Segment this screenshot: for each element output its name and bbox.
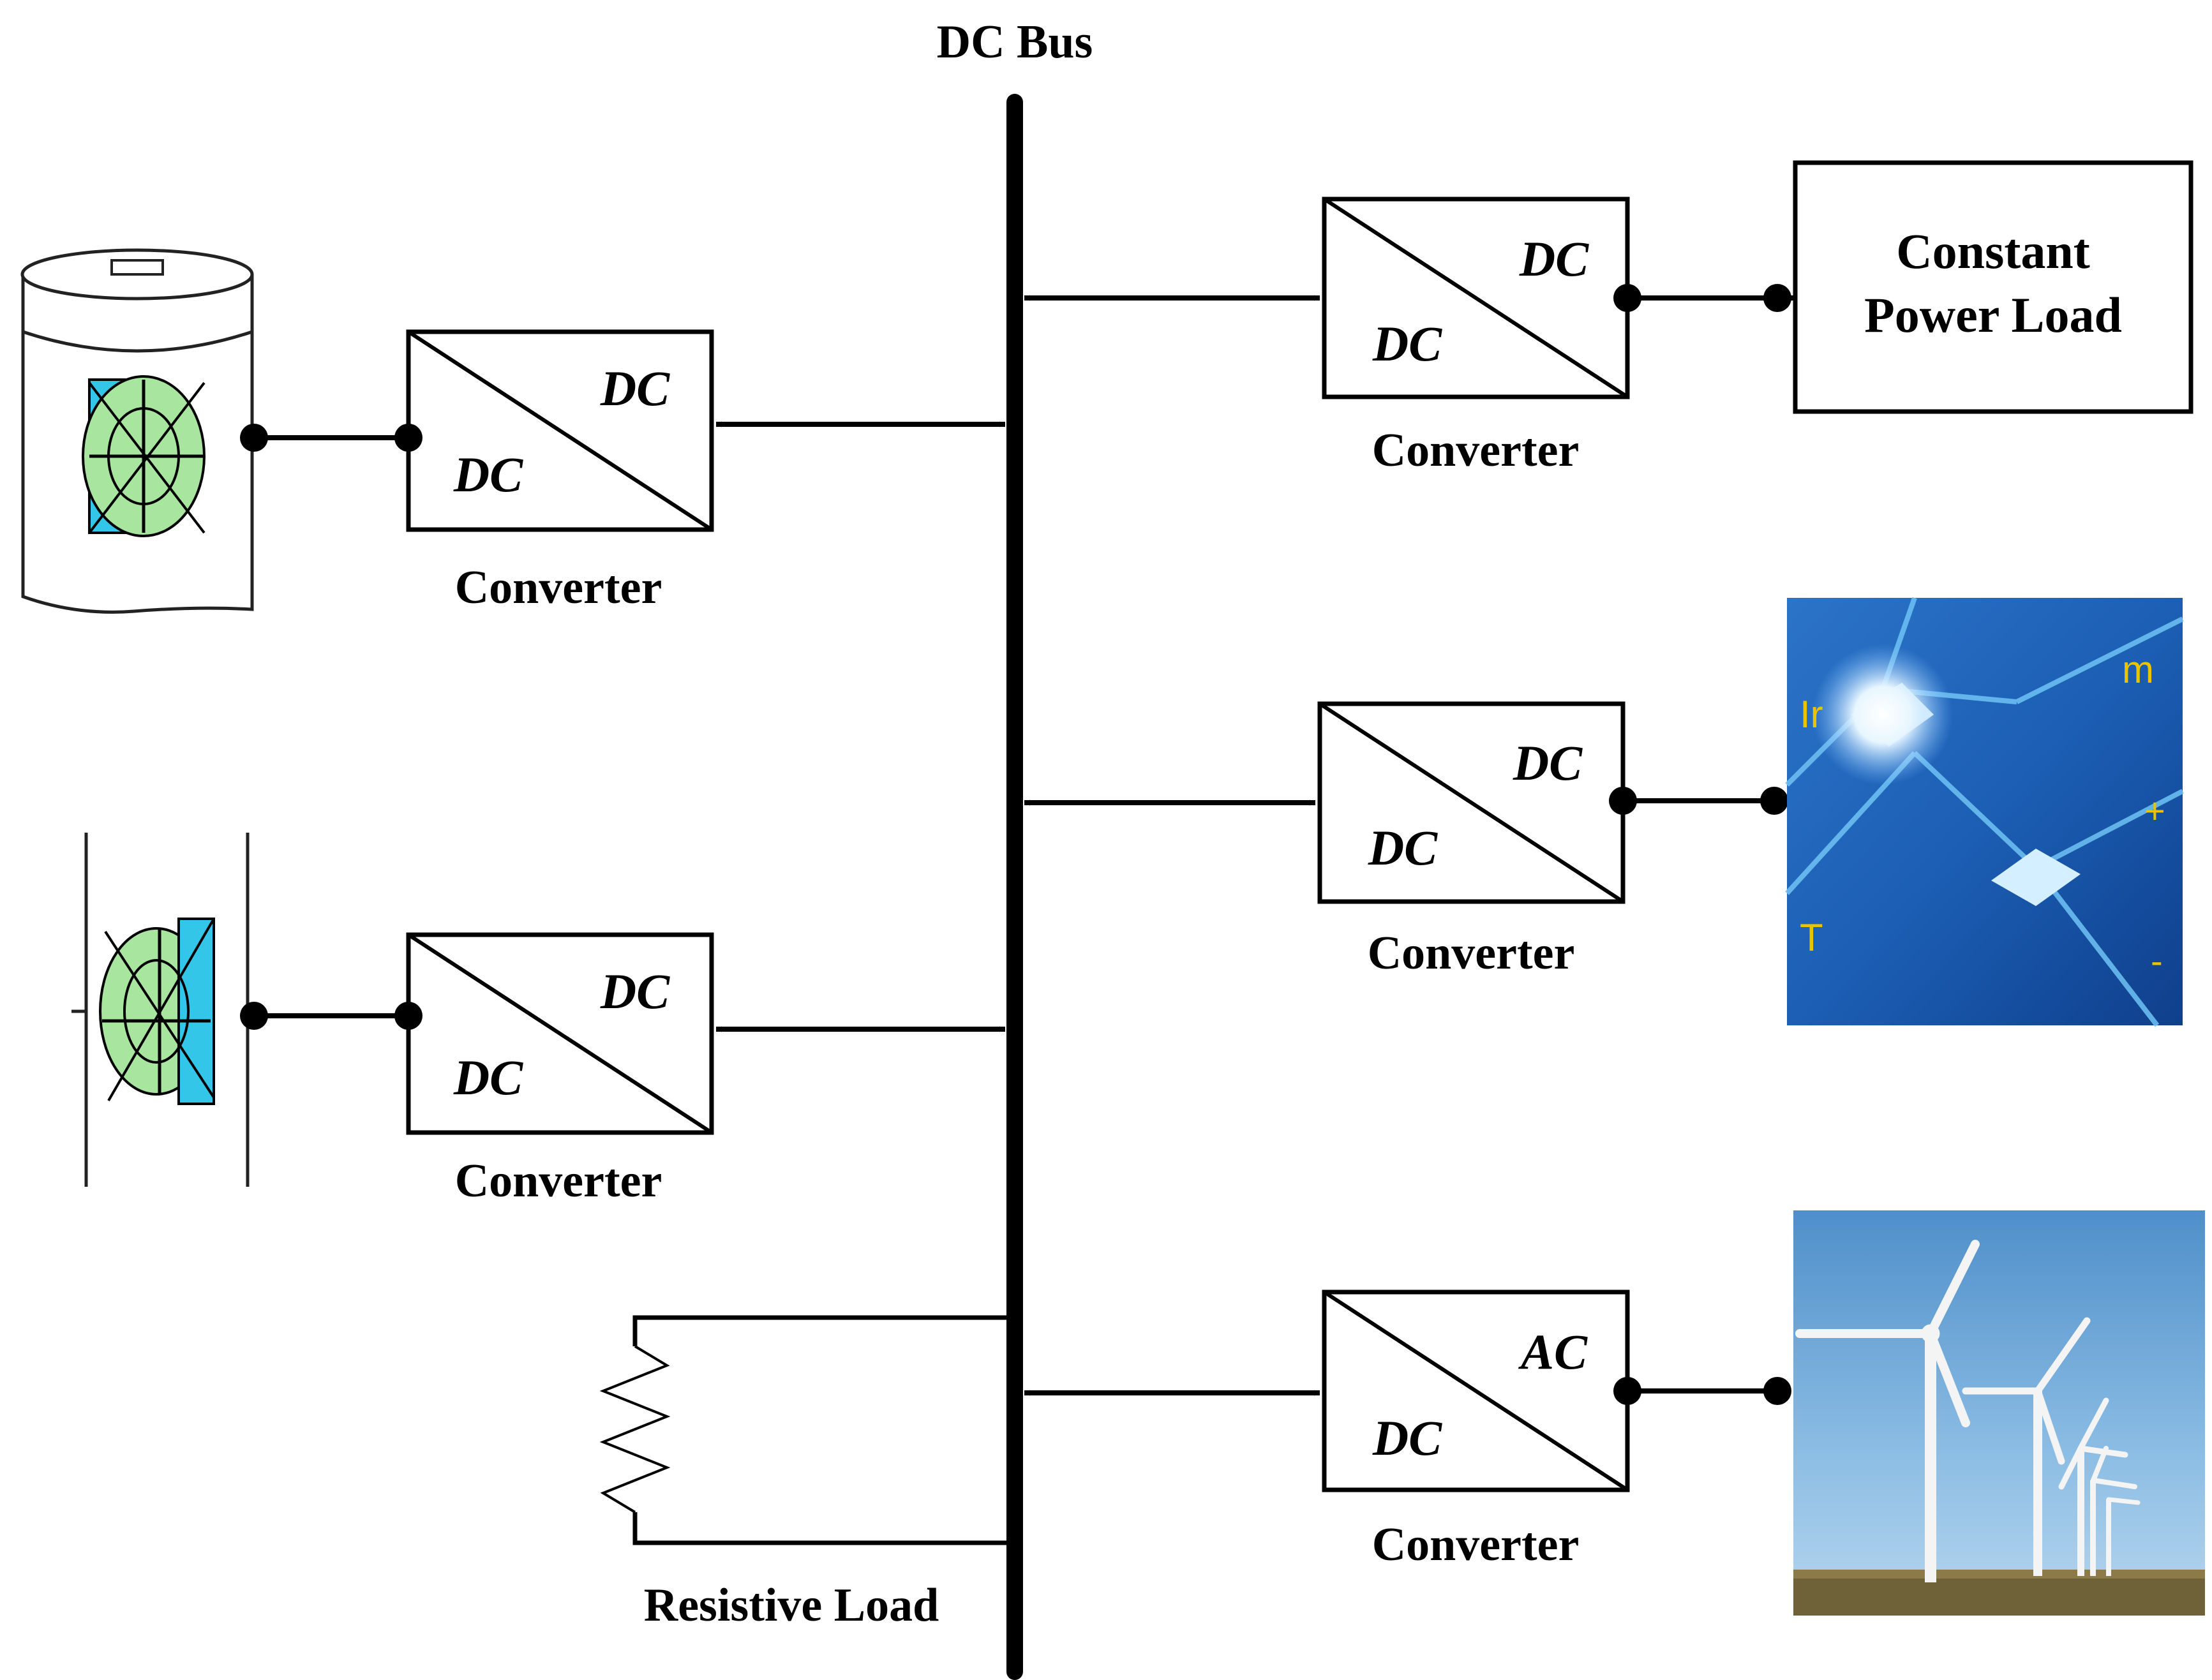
pv-t-label: T — [1800, 916, 1823, 959]
wind-farm-image — [1793, 1210, 2205, 1616]
constant-load-line1: Constant — [1896, 223, 2089, 279]
converter-3-top-label: DC — [1519, 231, 1589, 286]
converter-1: DC DC Converter — [394, 329, 1005, 614]
converter-3-bottom-label: DC — [1372, 316, 1442, 371]
converter-5-bottom-label: DC — [1372, 1410, 1442, 1466]
converter-5: AC DC Converter — [1024, 1290, 1791, 1571]
battery-icon — [20, 248, 408, 614]
converter-1-top-label: DC — [600, 361, 670, 416]
dc-bus: DC Bus — [937, 16, 1093, 1680]
converter-2-bottom-label: DC — [453, 1050, 523, 1105]
constant-power-load: Constant Power Load — [1777, 160, 2193, 414]
resistive-load-label: Resistive Load — [644, 1579, 939, 1632]
converter-4-top-label: DC — [1513, 735, 1583, 791]
pv-m-label: m — [2122, 648, 2154, 691]
pv-minus-label: - — [2151, 940, 2163, 981]
converter-1-bottom-label: DC — [453, 447, 523, 502]
converter-2-top-label: DC — [600, 963, 670, 1019]
converter-4-caption: Converter — [1368, 927, 1575, 979]
converter-5-top-label: AC — [1518, 1324, 1588, 1379]
storage-machine-icon — [71, 833, 408, 1187]
machine-symbol-icon — [82, 375, 206, 537]
converter-4: DC DC Converter — [1024, 701, 1788, 979]
constant-load-line2: Power Load — [1864, 287, 2122, 343]
pv-panel-image: Ir T m + - — [1785, 597, 2184, 1027]
dc-bus-label: DC Bus — [937, 16, 1093, 68]
converter-3: DC DC Converter — [1024, 197, 1791, 477]
converter-2-caption: Converter — [455, 1155, 662, 1207]
pv-plus-label: + — [2144, 791, 2165, 831]
pv-ir-label: Ir — [1800, 693, 1823, 736]
converter-5-caption: Converter — [1372, 1519, 1580, 1571]
resistive-load: Resistive Load — [599, 1315, 1007, 1632]
converter-2: DC DC Converter — [394, 932, 1005, 1207]
converter-3-caption: Converter — [1372, 424, 1580, 477]
converter-1-caption: Converter — [455, 561, 662, 614]
converter-4-bottom-label: DC — [1368, 820, 1438, 875]
